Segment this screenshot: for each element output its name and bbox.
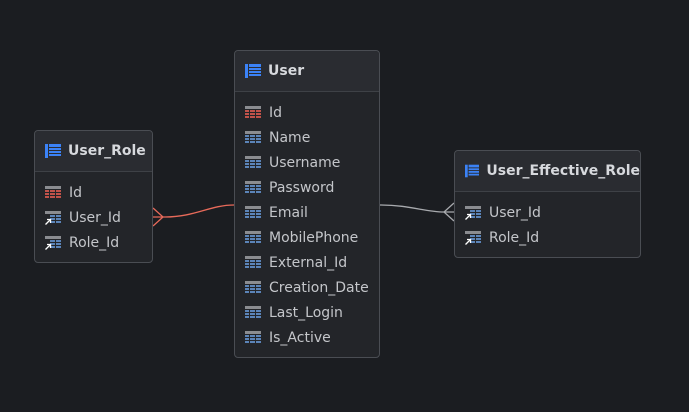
column-name: User_Id (69, 209, 121, 226)
column-name: Name (269, 129, 311, 146)
table-icon (245, 64, 261, 78)
column-name: Id (69, 184, 83, 201)
column-icon (245, 205, 261, 218)
column-icon (245, 280, 261, 293)
column-name: MobilePhone (269, 229, 359, 246)
column-name: User_Id (489, 204, 541, 221)
table-user-role[interactable]: User_Role Id (34, 130, 153, 263)
column-row[interactable]: Username (235, 150, 379, 175)
column-row[interactable]: Id (35, 180, 152, 205)
column-row[interactable]: User_Id (455, 200, 640, 225)
foreign-key-icon (45, 210, 61, 225)
column-row[interactable]: Creation_Date (235, 275, 379, 300)
column-icon (245, 255, 261, 268)
column-row[interactable]: MobilePhone (235, 225, 379, 250)
table-icon (45, 144, 61, 158)
column-row[interactable]: Id (235, 100, 379, 125)
column-name: External_Id (269, 254, 348, 271)
table-title: User (268, 63, 305, 79)
column-name: Id (269, 104, 283, 121)
column-row[interactable]: Is_Active (235, 325, 379, 350)
column-name: Role_Id (489, 229, 540, 246)
column-name: Username (269, 154, 341, 171)
relation-user-role-user[interactable] (152, 204, 235, 227)
column-row[interactable]: Email (235, 200, 379, 225)
column-row[interactable]: Name (235, 125, 379, 150)
column-name: Last_Login (269, 304, 343, 321)
column-icon (245, 330, 261, 343)
column-row[interactable]: User_Id (35, 205, 152, 230)
table-icon (465, 164, 480, 178)
column-icon (245, 305, 261, 318)
foreign-key-icon (465, 205, 481, 220)
primary-key-icon (245, 105, 261, 118)
table-title: User_Effective_Role (486, 163, 640, 179)
column-name: Email (269, 204, 308, 221)
column-icon (245, 155, 261, 168)
relation-user-effective-role-user[interactable] (379, 202, 455, 222)
column-name: Creation_Date (269, 279, 369, 296)
table-user[interactable]: User Id Name (234, 50, 380, 358)
column-row[interactable]: Role_Id (455, 225, 640, 250)
table-header[interactable]: User_Effective_Role (455, 151, 640, 192)
column-icon (245, 230, 261, 243)
column-row[interactable]: Role_Id (35, 230, 152, 255)
column-name: Role_Id (69, 234, 120, 251)
column-icon (245, 130, 261, 143)
table-user-effective-role[interactable]: User_Effective_Role User_Id (454, 150, 641, 258)
column-name: Is_Active (269, 329, 331, 346)
table-header[interactable]: User_Role (35, 131, 152, 172)
column-icon (245, 180, 261, 193)
table-title: User_Role (68, 143, 146, 159)
table-header[interactable]: User (235, 51, 379, 92)
foreign-key-icon (45, 235, 61, 250)
column-name: Password (269, 179, 335, 196)
column-row[interactable]: External_Id (235, 250, 379, 275)
foreign-key-icon (465, 230, 481, 245)
primary-key-icon (45, 185, 61, 198)
column-row[interactable]: Last_Login (235, 300, 379, 325)
column-row[interactable]: Password (235, 175, 379, 200)
